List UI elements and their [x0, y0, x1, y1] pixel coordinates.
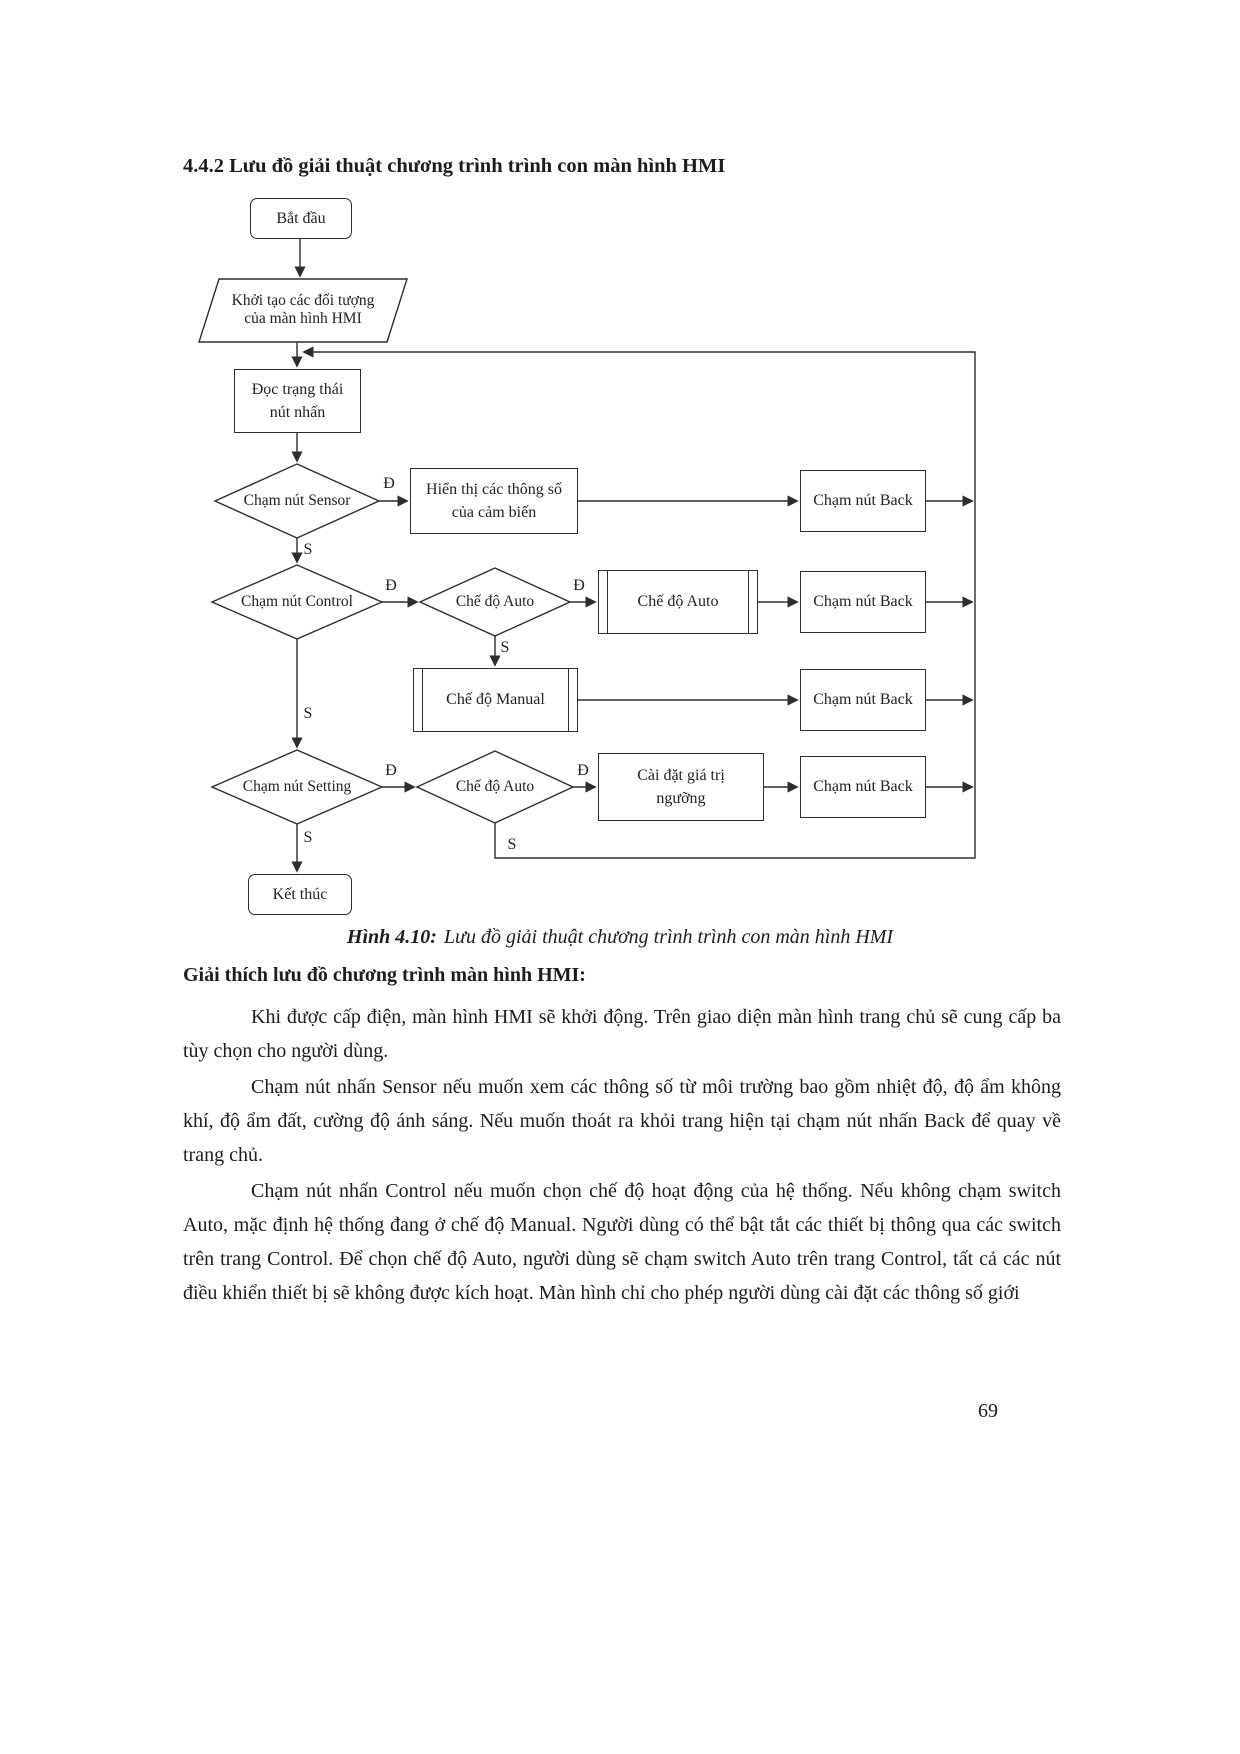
back-node-3: Chạm nút Back [800, 669, 926, 731]
branch-label-no: S [303, 541, 313, 558]
auto-subroutine-label: Chế độ Auto [637, 593, 719, 611]
sensor-decision-text: Chạm nút Sensor [222, 486, 372, 516]
body-paragraph: Khi được cấp điện, màn hình HMI sẽ khởi … [183, 1006, 1061, 1062]
display-line2: của cảm biến [451, 504, 537, 521]
branch-label-yes: Đ [577, 762, 589, 779]
branch-label-no: S [303, 705, 313, 722]
back-label: Chạm nút Back [813, 492, 913, 510]
threshold-line2: ngưỡng [656, 790, 706, 807]
auto-decision2-label: Chế độ Auto [455, 778, 535, 795]
body-text: Khi được cấp điện, màn hình HMI sẽ khởi … [183, 1000, 1061, 1312]
section-title: 4.4.2 Lưu đồ giải thuật chương trình trì… [183, 155, 726, 177]
sensor-decision-label: Chạm nút Sensor [243, 492, 351, 509]
subroutine-bar [422, 668, 424, 732]
explanation-heading: Giải thích lưu đồ chương trình màn hình … [183, 964, 586, 986]
setting-decision-text: Chạm nút Setting [217, 772, 377, 802]
auto-decision-diamond [418, 567, 572, 637]
branch-label-yes: Đ [573, 577, 585, 594]
back-label: Chạm nút Back [813, 778, 913, 796]
control-decision-diamond [210, 564, 384, 640]
body-paragraph: Chạm nút nhấn Sensor nếu muốn xem các th… [183, 1076, 1061, 1166]
branch-label-yes: Đ [385, 577, 397, 594]
read-state-node: Đọc trạng thái nút nhấn [234, 369, 361, 433]
branch-label-no: S [303, 829, 313, 846]
branch-label-yes: Đ [385, 762, 397, 779]
figure-caption-label: Hình 4.10: [346, 926, 437, 948]
back-label: Chạm nút Back [813, 691, 913, 709]
figure-caption: Hình 4.10: Lưu đồ giải thuật chương trình… [0, 926, 1240, 949]
page-number: 69 [978, 1400, 998, 1422]
display-line1: Hiển thị các thông số [426, 480, 562, 498]
init-line1: Khởi tạo các đối tượng [231, 292, 375, 309]
auto-subroutine-node: Chế độ Auto [598, 570, 758, 634]
subroutine-bar [567, 668, 569, 732]
manual-subroutine-label: Chế độ Manual [446, 691, 545, 709]
auto-decision2-text: Chế độ Auto [427, 772, 563, 802]
setting-decision-diamond [210, 749, 384, 825]
start-node-label: Bắt đầu [276, 209, 326, 227]
branch-label-no: S [507, 836, 517, 853]
connector-feedback-loop [302, 346, 976, 859]
back-node-2: Chạm nút Back [800, 571, 926, 633]
init-parallelogram [198, 278, 408, 343]
body-paragraph: Chạm nút nhấn Control nếu muốn chọn chế … [183, 1180, 1061, 1304]
branch-label-yes: Đ [383, 475, 395, 492]
auto-decision-text: Chế độ Auto [430, 587, 560, 617]
branch-label-no: S [500, 639, 510, 656]
end-node: Kết thúc [248, 874, 352, 915]
init-node-text: Khởi tạo các đối tượng của màn hình HMI [200, 283, 406, 337]
display-sensor-node: Hiển thị các thông số của cảm biến [410, 468, 578, 534]
back-node-1: Chạm nút Back [800, 470, 926, 532]
end-node-label: Kết thúc [272, 885, 328, 903]
read-line1: Đọc trạng thái [251, 380, 344, 398]
control-decision-text: Chạm nút Control [217, 587, 377, 617]
subroutine-bar [607, 570, 609, 634]
read-line2: nút nhấn [269, 404, 326, 421]
back-label: Chạm nút Back [813, 593, 913, 611]
auto-decision-label: Chế độ Auto [455, 593, 535, 610]
setting-decision-label: Chạm nút Setting [242, 778, 352, 795]
sensor-decision-diamond [213, 463, 381, 539]
auto-decision2-diamond [415, 750, 575, 824]
manual-subroutine-node: Chế độ Manual [413, 668, 578, 732]
start-node: Bắt đầu [250, 198, 352, 239]
control-decision-label: Chạm nút Control [241, 593, 353, 610]
back-node-4: Chạm nút Back [800, 756, 926, 818]
init-line2: của màn hình HMI [244, 310, 362, 327]
threshold-line1: Cài đặt giá trị [637, 766, 725, 784]
subroutine-bar [747, 570, 749, 634]
figure-caption-text: Lưu đồ giải thuật chương trình trình con… [443, 926, 894, 948]
threshold-node: Cài đặt giá trị ngưỡng [598, 753, 764, 821]
